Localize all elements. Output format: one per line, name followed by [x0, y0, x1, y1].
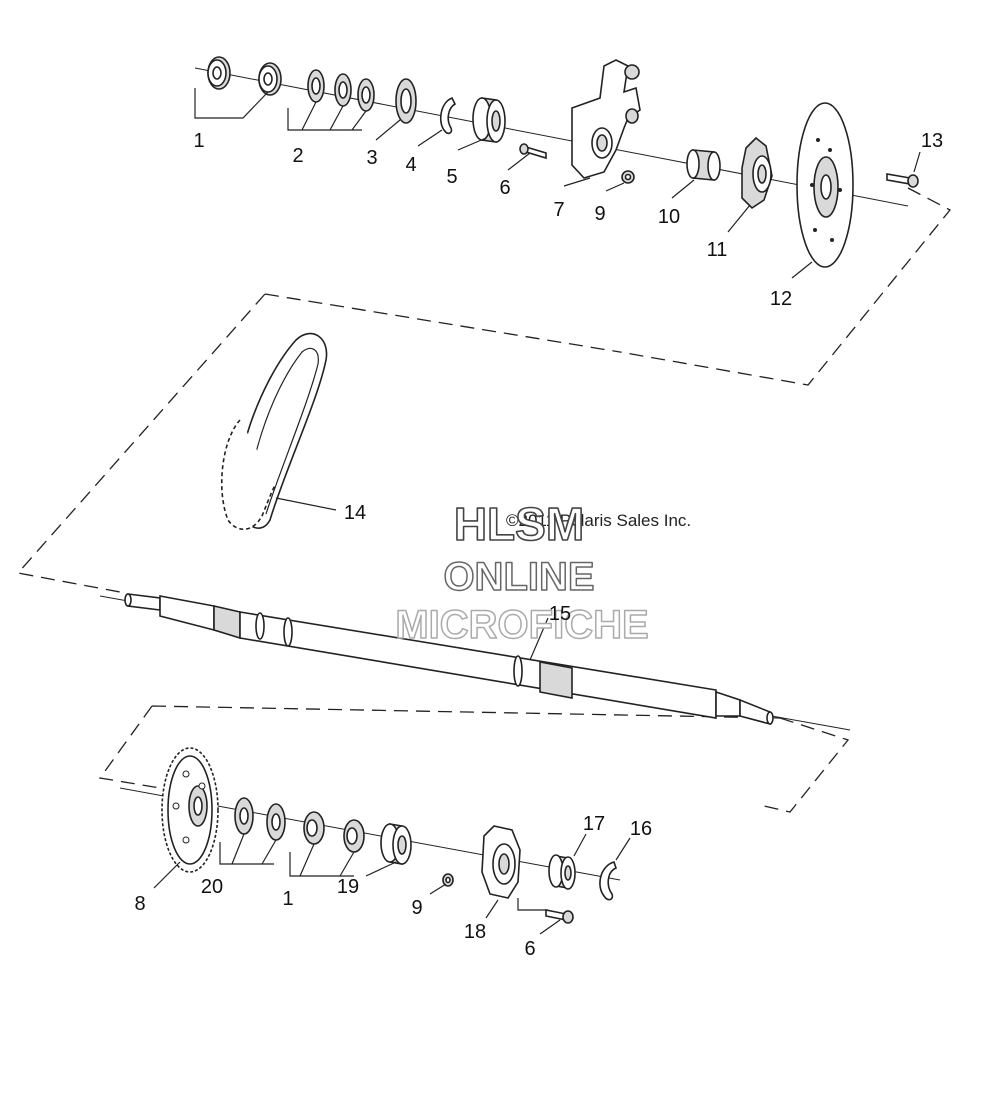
drive-chain-part — [220, 332, 328, 531]
lower-snap-ring-part — [599, 861, 617, 901]
middle-assembly-boundary — [16, 293, 621, 593]
callout-6-upper: 6 — [499, 177, 510, 199]
lock-nut-part — [207, 56, 282, 96]
disc-bolt-part — [886, 173, 919, 188]
callout-2: 2 — [292, 145, 303, 167]
callout-7: 7 — [553, 199, 564, 221]
callout-18: 18 — [464, 921, 486, 943]
watermark-line-1: HLSM — [454, 498, 584, 550]
callout-9-upper: 9 — [594, 203, 605, 225]
watermark-line-3: MICROFICHE — [395, 603, 648, 647]
brake-hub-part — [741, 136, 773, 210]
bolt-part — [519, 143, 547, 160]
callout-1-upper: 1 — [193, 130, 204, 152]
callout-5: 5 — [446, 166, 457, 188]
rear-axle-part — [99, 593, 851, 731]
spacer-bushing-part — [686, 149, 721, 181]
watermark: HLSM ONLINE MICROFICHE — [395, 497, 650, 648]
callout-4: 4 — [405, 154, 416, 176]
washer-part — [307, 69, 352, 107]
lower-lock-nut-part — [303, 811, 365, 853]
lower-bearing-part — [380, 823, 412, 865]
lower-bushing-part — [548, 854, 576, 890]
snap-ring-part — [439, 96, 457, 135]
lower-leader-lines — [153, 833, 631, 935]
callout-12: 12 — [770, 288, 792, 310]
callout-1-lower: 1 — [282, 888, 293, 910]
brake-disc-part — [796, 102, 854, 268]
callout-numbers: 1 2 3 4 5 6 7 9 10 11 12 13 14 15 17 16 … — [134, 130, 943, 960]
callout-19: 19 — [337, 876, 359, 898]
watermark-line-2: ONLINE — [443, 555, 594, 599]
callout-15: 15 — [549, 603, 571, 625]
callout-10: 10 — [658, 206, 680, 228]
upper-leader-lines — [194, 88, 921, 279]
spacer-washer-part — [357, 78, 375, 112]
small-nut-part — [621, 170, 635, 184]
chain-leader-line — [275, 497, 337, 511]
callout-14: 14 — [344, 502, 366, 524]
callout-3: 3 — [366, 147, 377, 169]
bearing-housing-part — [571, 59, 641, 179]
bearing-part — [472, 97, 506, 143]
lower-bearing-housing-part — [481, 825, 521, 899]
callout-11: 11 — [707, 239, 728, 261]
callout-8: 8 — [134, 893, 145, 915]
thrust-washer-part — [395, 78, 417, 124]
axle-leader-line — [529, 617, 549, 661]
lower-small-nut-part — [442, 873, 454, 887]
callout-13: 13 — [921, 130, 943, 152]
upper-assembly-boundary — [619, 187, 952, 386]
callout-20: 20 — [201, 876, 223, 898]
lower-washer-part — [234, 797, 286, 841]
lower-assembly-boundary — [98, 705, 850, 813]
callout-16: 16 — [630, 818, 652, 840]
callout-9-lower: 9 — [411, 897, 422, 919]
lower-bolt-part — [545, 909, 574, 924]
callout-17: 17 — [583, 813, 605, 835]
callout-6-lower: 6 — [524, 938, 535, 960]
copyright-notice: ©2011 Polaris Sales Inc. — [506, 511, 691, 530]
drive-sprocket-part — [161, 747, 219, 873]
